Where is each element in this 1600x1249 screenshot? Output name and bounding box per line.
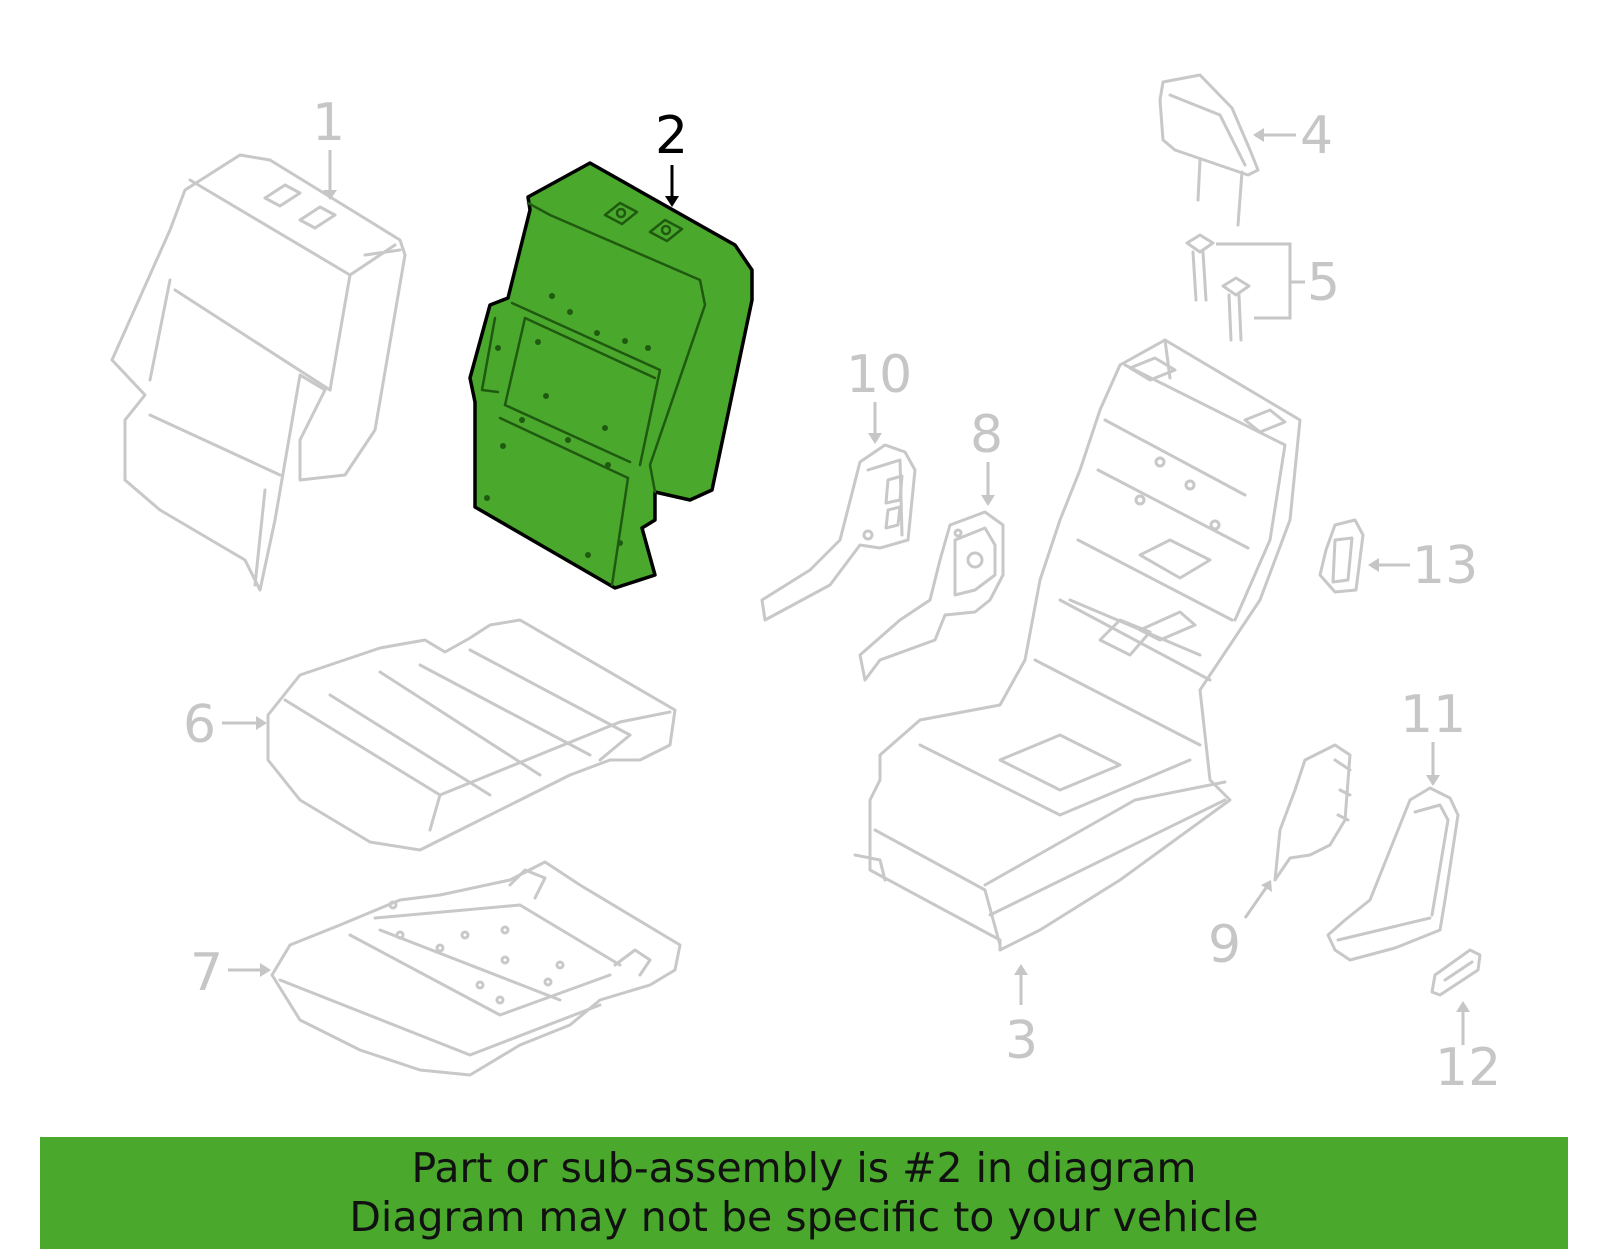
arrowhead-4 [1253,128,1264,142]
part-11-side-shield[interactable] [1326,786,1460,962]
part-4-headrest[interactable] [1158,73,1260,227]
part-1-seatback-cover[interactable] [110,153,407,592]
callout-7: 7 [190,943,223,1003]
part-6-cushion-cover[interactable] [266,618,677,852]
callout-8: 8 [970,405,1003,465]
callout-4: 4 [1300,106,1333,166]
arrowhead-7 [260,963,271,977]
arrowhead-10 [868,433,882,444]
part-5-headrest-guides[interactable] [1185,233,1251,342]
parts-diagram: 1 2 3 4 5 6 7 8 9 10 11 12 13 [110,73,1501,1098]
arrowhead-12 [1456,1001,1470,1012]
callout-13: 13 [1412,536,1478,596]
arrowhead-8 [981,495,995,506]
callout-6: 6 [183,695,216,755]
arrowhead-1 [323,190,337,200]
leader-5 [1216,242,1292,320]
part-3-seat-frame[interactable] [853,338,1302,952]
arrowhead-13 [1368,558,1379,572]
callout-5: 5 [1307,253,1340,313]
arrowhead-11 [1426,775,1440,786]
part-10-side-trim[interactable] [760,443,917,622]
arrowhead-3 [1014,964,1028,975]
arrowhead-2 [665,196,679,207]
callout-10: 10 [846,345,912,405]
info-banner: Part or sub-assembly is #2 in diagram Di… [40,1137,1568,1249]
callout-12: 12 [1435,1038,1501,1098]
part-12-clip[interactable] [1430,948,1482,997]
callout-9: 9 [1208,915,1241,975]
banner-line-2: Diagram may not be specific to your vehi… [349,1193,1259,1241]
part-7-cushion-pan[interactable] [270,860,682,1077]
callout-1: 1 [312,93,345,153]
callout-2: 2 [655,106,688,166]
part-2-seatback-panel[interactable] [468,161,754,590]
callout-11: 11 [1400,685,1466,745]
part-13-switch[interactable] [1318,518,1365,594]
callout-3: 3 [1005,1011,1038,1071]
part-9-lower-trim[interactable] [1273,743,1352,882]
arrowhead-6 [256,716,267,730]
part-8-recliner-cover[interactable] [858,510,1005,682]
leader-9 [1243,884,1270,919]
arrowhead-9 [1261,880,1272,892]
banner-line-1: Part or sub-assembly is #2 in diagram [411,1144,1197,1192]
